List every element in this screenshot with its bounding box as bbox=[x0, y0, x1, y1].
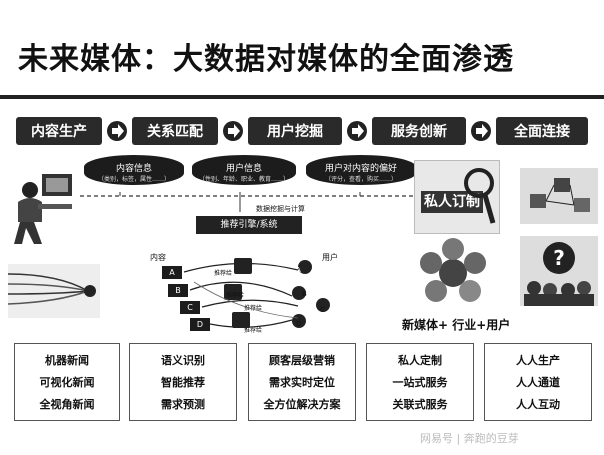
arrow-right-icon bbox=[347, 121, 367, 141]
box-item: 关联式服务 bbox=[392, 398, 448, 411]
content-column-label: 内容 bbox=[150, 253, 166, 262]
content-node-a: A bbox=[162, 266, 182, 279]
user-node-c: C bbox=[320, 306, 325, 314]
disc-title: 内容信息 bbox=[115, 164, 152, 174]
data-wires-icon bbox=[8, 264, 100, 318]
push-label: 推荐给 bbox=[214, 270, 233, 277]
magnifier-icon bbox=[464, 168, 496, 224]
page-title: 未来媒体：大数据对媒体的全面渗透 bbox=[18, 42, 514, 77]
private-custom-illustration: 私人订制 bbox=[414, 160, 500, 234]
data-mining-label: 数据挖掘与计算 bbox=[256, 205, 305, 213]
question-crowd-icon: ? bbox=[520, 236, 598, 306]
disc-user-info: 用户信息 （性别、年龄、职业、教育……） bbox=[192, 155, 296, 185]
box-item: 全方位解决方案 bbox=[263, 398, 341, 411]
step-content-production: 内容生产 bbox=[16, 117, 102, 145]
disc-title: 用户信息 bbox=[225, 164, 262, 174]
private-custom-badge: 私人订制 bbox=[421, 191, 483, 213]
box-item: 人人生产 bbox=[516, 354, 560, 367]
box-item: 人人通道 bbox=[516, 376, 560, 389]
push-label: 推荐给 bbox=[244, 327, 263, 334]
svg-text:?: ? bbox=[553, 246, 565, 270]
user-node-a: A bbox=[296, 266, 301, 274]
disc-title: 用户对内容的偏好 bbox=[324, 164, 397, 174]
box-item: 需求预测 bbox=[161, 398, 205, 411]
recommendation-engine-box: 推荐引擎/系统 bbox=[196, 216, 302, 234]
box-item: 语义识别 bbox=[161, 354, 205, 367]
box-item: 一站式服务 bbox=[392, 376, 448, 389]
disc-content-info: 内容信息 （类别，标签，属性……） bbox=[84, 155, 184, 185]
box-service-innovation: 私人定制 一站式服务 关联式服务 bbox=[366, 343, 474, 421]
box-user-mining: 顾客层级营销 需求实时定位 全方位解决方案 bbox=[248, 343, 356, 421]
box-item: 顾客层级营销 bbox=[269, 354, 335, 367]
user-node-d: D bbox=[296, 320, 302, 328]
disc-subtitle: （类别，标签，属性……） bbox=[97, 176, 170, 183]
title-divider bbox=[0, 95, 604, 99]
box-full-connection: 人人生产 人人通道 人人互动 bbox=[484, 343, 592, 421]
pc-icon bbox=[232, 312, 250, 328]
box-item: 机器新闻 bbox=[45, 354, 89, 367]
person-at-computer-icon bbox=[14, 174, 72, 244]
arrow-right-icon bbox=[107, 121, 127, 141]
user-avatar-icon bbox=[292, 286, 306, 300]
disc-subtitle: （性别、年龄、职业、教育……） bbox=[198, 176, 289, 183]
user-avatar-icon bbox=[298, 260, 312, 274]
match-arrows bbox=[183, 262, 299, 328]
box-item: 可视化新闻 bbox=[39, 376, 95, 389]
pc-icon bbox=[234, 258, 252, 274]
watermark: 网易号 | 奔跑的豆芽 bbox=[420, 432, 519, 445]
step-service-innovation: 服务创新 bbox=[372, 117, 466, 145]
box-item: 需求实时定位 bbox=[269, 376, 335, 389]
new-media-petal-icon bbox=[420, 238, 486, 302]
user-avatar-icon bbox=[316, 298, 330, 312]
box-item: 智能推荐 bbox=[161, 376, 205, 389]
network-cubes-icon bbox=[520, 168, 598, 224]
push-label: 推荐给 bbox=[244, 305, 263, 312]
step-user-mining: 用户挖掘 bbox=[248, 117, 342, 145]
box-content-production: 机器新闻 可视化新闻 全视角新闻 bbox=[14, 343, 120, 421]
content-node-b: B bbox=[168, 284, 188, 297]
user-column-label: 用户 bbox=[322, 253, 338, 262]
content-node-d: D bbox=[190, 318, 210, 331]
box-item: 全视角新闻 bbox=[39, 398, 95, 411]
content-node-c: C bbox=[180, 301, 200, 314]
disc-user-preference: 用户对内容的偏好 （评分，查看，购买……） bbox=[306, 155, 416, 185]
pc-icon bbox=[224, 284, 242, 300]
new-media-label: 新媒体+ 行业+用户 bbox=[402, 318, 511, 332]
arrow-right-icon bbox=[471, 121, 491, 141]
box-relation-matching: 语义识别 智能推荐 需求预测 bbox=[129, 343, 237, 421]
box-item: 人人互动 bbox=[516, 398, 560, 411]
arrow-right-icon bbox=[223, 121, 243, 141]
step-full-connection: 全面连接 bbox=[496, 117, 588, 145]
user-node-b: B bbox=[302, 290, 307, 298]
disc-subtitle: （评分，查看，购买……） bbox=[324, 176, 397, 183]
box-item: 私人定制 bbox=[398, 354, 442, 367]
push-label: 推荐给 bbox=[226, 292, 245, 299]
data-flow-lines bbox=[80, 192, 420, 212]
step-relation-matching: 关系匹配 bbox=[132, 117, 218, 145]
